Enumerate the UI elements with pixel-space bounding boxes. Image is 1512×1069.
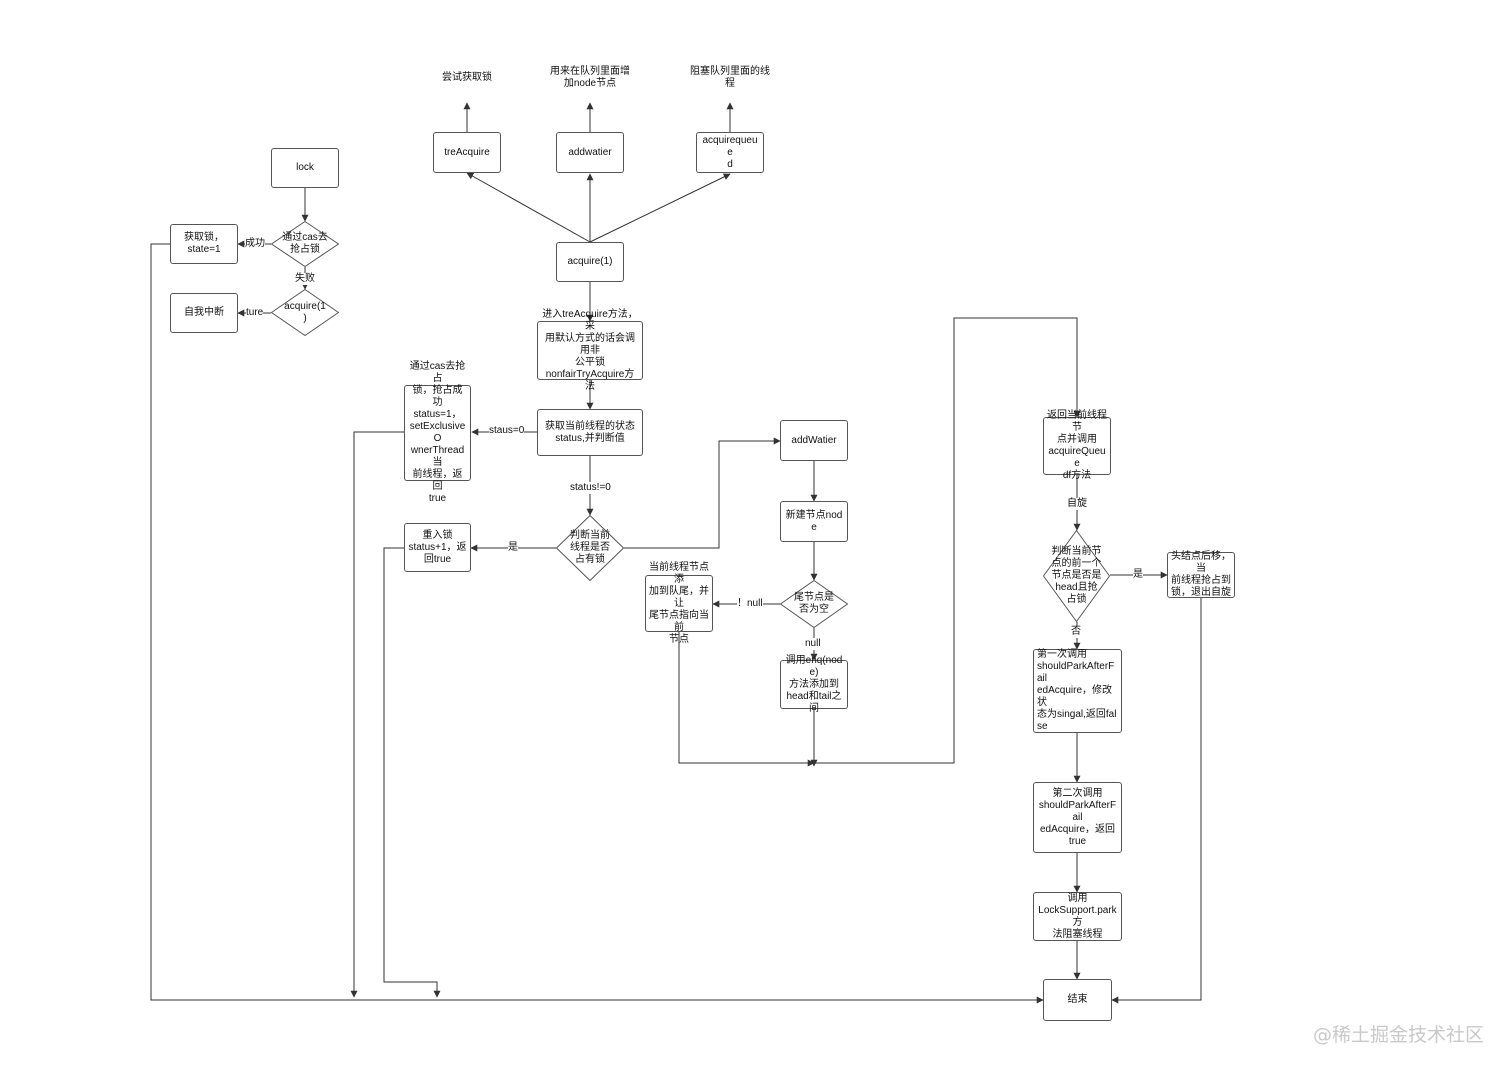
edge-label-null: null — [805, 638, 821, 650]
watermark: @稀土掘金技术社区 — [1312, 1024, 1484, 1046]
node-cas-grab: 通过cas去 抢占锁 — [271, 221, 339, 267]
diamond-shape — [271, 289, 339, 336]
node-self-interrupt: 自我中断 — [170, 293, 238, 333]
edge-label-success: 成功 — [245, 238, 265, 250]
note-block-thread: 阻塞队列里面的线 程 — [690, 66, 770, 89]
node-reentrant: 重入锁 status+1，返 回true — [404, 523, 471, 572]
edge-label-status-ne0: status!=0 — [570, 482, 611, 494]
edge-acquire-acquirequeued — [589, 173, 731, 243]
node-treacquire: treAcquire — [433, 132, 501, 173]
node-acquire-check-label: acquire(1 ) — [284, 300, 326, 324]
edge-label-staus0: staus=0 — [489, 425, 525, 437]
node-cas-success: 通过cas去抢占 锁，抢占成功 status=1， setExclusiveO … — [404, 361, 471, 504]
edge-acquire-treacquire — [466, 172, 591, 243]
node-judge-owner: 判断当前 线程是否 占有锁 — [556, 515, 624, 581]
node-add-tail: 当前线程节点添 加到队尾，并让 尾节点指向当前 节点 — [645, 562, 713, 645]
node-acquire-check: acquire(1 ) — [271, 289, 339, 336]
node-tail-null: 尾节点是 否为空 — [780, 580, 848, 628]
node-addwaiter-top: addwatier — [556, 132, 624, 173]
edge-reentrant-end — [383, 547, 441, 998]
edge-getlock-end — [150, 243, 1044, 1004]
node-first-should: 第一次调用 shouldParkAfterFail edAcquire，修改状 … — [1033, 649, 1122, 733]
diamond-shape — [780, 580, 848, 628]
node-park: 调用 LockSupport.park方 法阻塞线程 — [1033, 892, 1122, 941]
edge-label-ture: ture — [246, 307, 264, 319]
edge-label-spin: 自旋 — [1067, 498, 1087, 510]
edge-label-no: 否 — [1071, 626, 1081, 638]
node-enq: 调用enq(node) 方法添加到 head和tail之间 — [780, 655, 848, 714]
note-add-node: 用来在队列里面增 加node节点 — [550, 66, 630, 89]
node-head-move: 头结点后移，当 前线程抢占到 锁，退出自旋 — [1167, 551, 1235, 598]
diamond-shape — [556, 515, 624, 581]
edge-label-fail: 失败 — [295, 273, 315, 285]
edge-judge-addwaiter — [624, 437, 781, 549]
edge-merge-returnnode — [814, 317, 1081, 764]
node-acquire1: acquire(1) — [556, 242, 624, 282]
edge-label-not-null: ！null — [737, 598, 763, 610]
edge-cassuccess-end — [350, 431, 404, 998]
node-addwaiter: addWatier — [780, 420, 848, 461]
node-end: 结束 — [1043, 979, 1112, 1021]
node-lock: lock — [271, 148, 339, 188]
node-get-state: 获取当前线程的状态 status,并判断值 — [537, 409, 643, 456]
node-enter-treacquire: 进入treAcquire方法，采 用默认方式的话会调用非 公平锁 nonfair… — [537, 309, 643, 392]
node-judge-owner-label: 判断当前 线程是否 占有锁 — [570, 530, 610, 565]
node-new-node: 新建节点node — [780, 501, 848, 542]
node-acquirequeued: acquirequeue d — [696, 132, 764, 173]
diamond-shape — [271, 221, 339, 267]
edge-addtail-merge — [678, 632, 815, 767]
node-second-should: 第二次调用 shouldParkAfterFail edAcquire，返回 t… — [1033, 782, 1122, 853]
node-return-node: 返回当前线程节 点并调用 acquireQueue df方法 — [1043, 410, 1111, 481]
edge-headmove-end — [1111, 598, 1202, 1004]
node-tail-null-label: 尾节点是 否为空 — [794, 592, 834, 615]
edge-label-yes1: 是 — [508, 542, 518, 554]
node-judge-prev: 判断当前节 点的前一个 节点是否是 head且抢 占锁 — [1043, 530, 1110, 622]
diamond-shape — [1043, 530, 1110, 622]
note-try-get: 尝试获取锁 — [442, 72, 492, 83]
node-judge-prev-label: 判断当前节 点的前一个 节点是否是 head且抢 占锁 — [1051, 546, 1102, 605]
node-get-lock: 获取锁， state=1 — [170, 224, 238, 264]
edge-label-yes2: 是 — [1133, 569, 1143, 581]
node-cas-grab-label: 通过cas去 抢占锁 — [282, 232, 328, 255]
